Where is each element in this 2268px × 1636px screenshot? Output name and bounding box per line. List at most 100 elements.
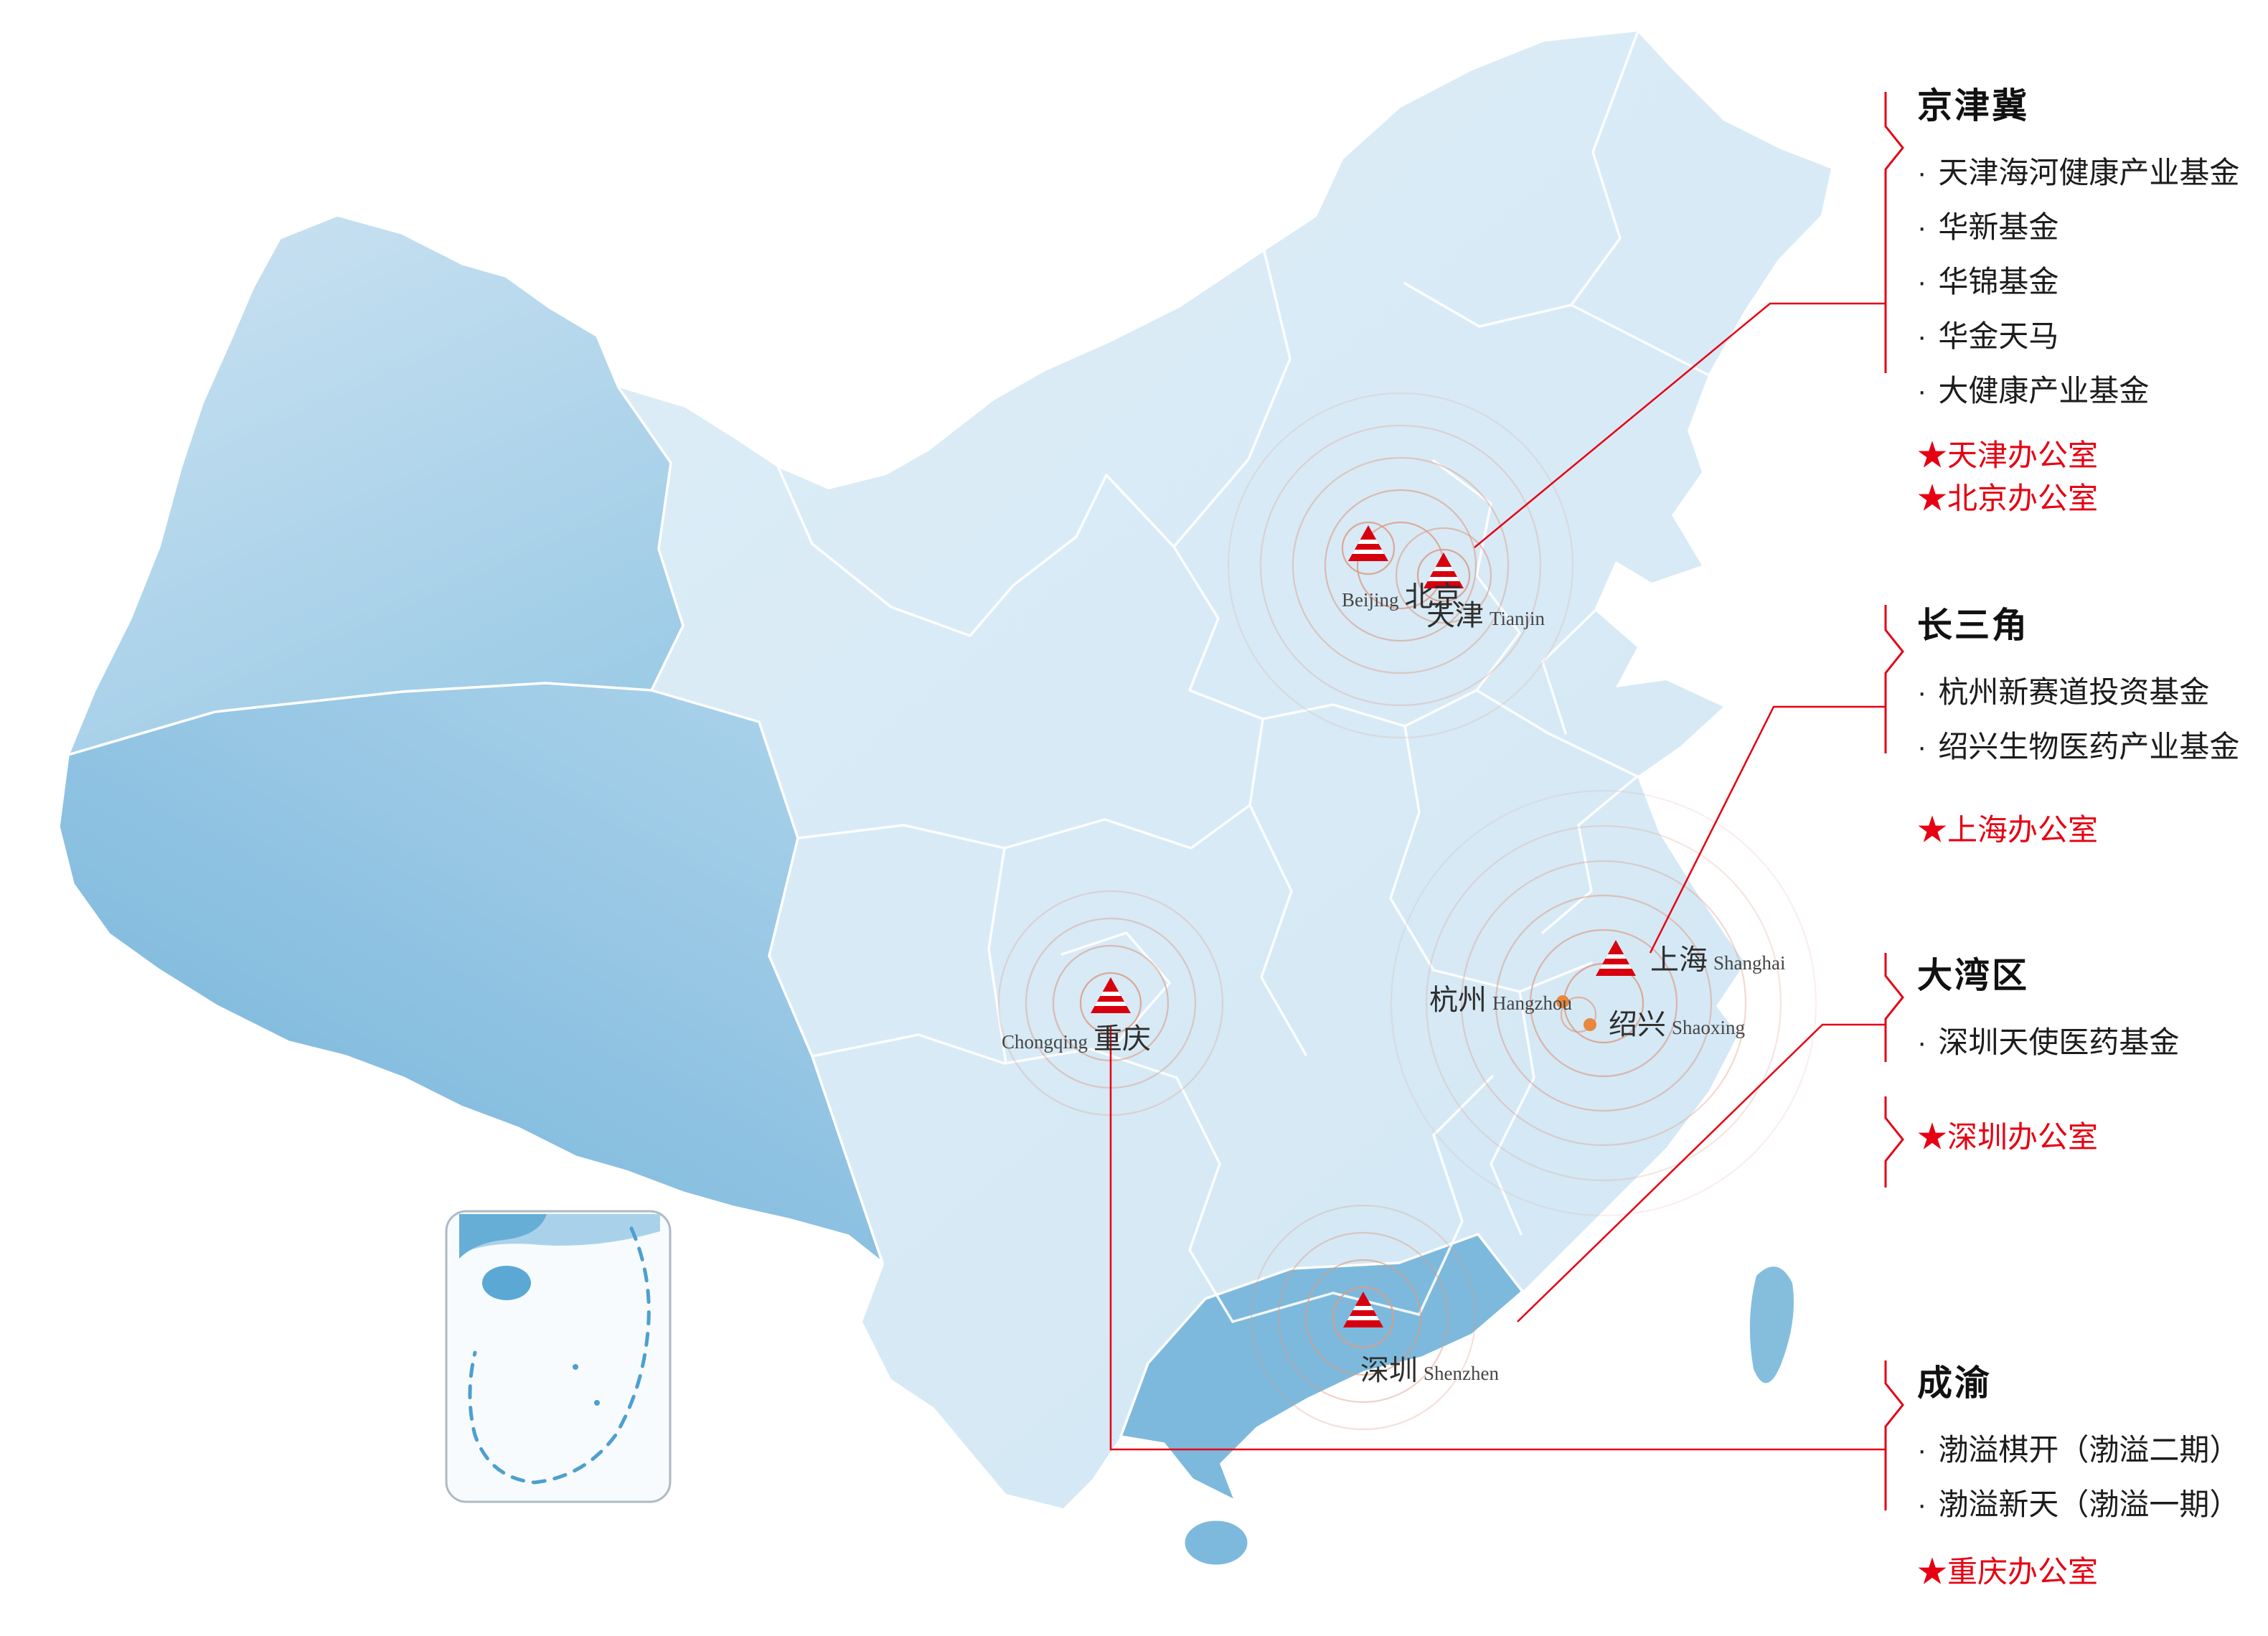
city-en-shenzhen: Shenzhen xyxy=(1424,1363,1499,1384)
office-list-chengyu: ★重庆办公室 xyxy=(1917,1551,2268,1594)
fund-item: · 华金天马 xyxy=(1917,309,2268,364)
section-bars xyxy=(1884,92,1904,1510)
connector-dawanqu xyxy=(1517,1023,1886,1322)
fund-name: 大健康产业基金 xyxy=(1938,374,2150,408)
inset-island-dot xyxy=(573,1364,578,1370)
bullet-icon: · xyxy=(1917,677,1927,708)
inset-nine-dash-line xyxy=(468,1226,651,1485)
fund-item: · 大健康产业基金 xyxy=(1917,364,2268,418)
inset-coast-dark xyxy=(459,1214,547,1259)
fund-item: · 天津海河健康产业基金 xyxy=(1917,146,2268,200)
city-markers xyxy=(1089,524,1637,1329)
fund-name: 华金天马 xyxy=(1938,319,2059,353)
connector-chengyu xyxy=(1109,1026,1886,1451)
region-title-dawanqu: 大湾区 xyxy=(1917,956,2030,995)
office-list-dawanqu: ★深圳办公室 xyxy=(1917,1116,2268,1159)
connector-changsanjiao xyxy=(1649,705,1886,954)
fund-name: 华新基金 xyxy=(1938,210,2059,244)
province-region-xinjiang xyxy=(67,214,684,756)
province-region-tibet xyxy=(57,682,884,1264)
office-list-changsanjiao: ★上海办公室 xyxy=(1917,809,2268,852)
office-label-tianjin: ★天津办公室 xyxy=(1917,438,2099,472)
region-section-dawanqu: 大湾区 · 深圳天使医药基金 ★深圳办公室 xyxy=(1917,947,2268,1159)
fund-list-changsanjiao: · 杭州新赛道投资基金 · 绍兴生物医药产业基金 xyxy=(1917,665,2268,774)
city-label-shenzhen: 深圳 Shenzhen xyxy=(1360,1356,1505,1385)
city-en-tianjin: Tianjin xyxy=(1490,608,1545,629)
city-zh-chongqing: 重庆 xyxy=(1093,1022,1152,1055)
city-label-shaoxing: 绍兴 Shaoxing xyxy=(1609,1010,1751,1039)
office-label-beijing: ★北京办公室 xyxy=(1917,481,2099,515)
province-borders xyxy=(777,32,1709,1323)
fund-list-jingjinji: · 天津海河健康产业基金 · 华新基金 · 华锦基金 · 华金天马 · 大健康产业基金 xyxy=(1917,146,2268,418)
fund-item: · 华锦基金 xyxy=(1917,255,2268,309)
region-title-chengyu: 成渝 xyxy=(1917,1364,1992,1403)
bar-dawanqu xyxy=(1884,953,1904,1062)
fund-item: · 绍兴生物医药产业基金 xyxy=(1917,720,2268,774)
bar-jingjinji xyxy=(1884,92,1904,373)
hainan-island xyxy=(1182,1518,1250,1567)
fund-name: 渤溢棋开（渤溢二期） xyxy=(1938,1433,2240,1467)
inset-hainan-island xyxy=(482,1266,531,1300)
fund-name: 绍兴生物医药产业基金 xyxy=(1938,730,2240,763)
bullet-icon: · xyxy=(1917,1434,1927,1466)
region-title-changsanjiao: 长三角 xyxy=(1917,606,2030,645)
region-section-chengyu: 成渝 · 渤溢棋开（渤溢二期） · 渤溢新天（渤溢一期） ★重庆办公室 xyxy=(1917,1355,2268,1594)
bullet-icon: · xyxy=(1917,731,1927,763)
city-en-shaoxing: Shaoxing xyxy=(1672,1017,1746,1038)
city-zh-shanghai: 上海 xyxy=(1650,944,1708,976)
fund-name: 天津海河健康产业基金 xyxy=(1938,156,2240,189)
office-list-jingjinji: ★天津办公室 ★北京办公室 xyxy=(1917,434,2268,520)
bullet-icon: · xyxy=(1917,157,1927,189)
fund-item: · 渤溢棋开（渤溢二期） xyxy=(1917,1423,2268,1477)
fund-name: 华锦基金 xyxy=(1938,265,2059,298)
city-zh-hangzhou: 杭州 xyxy=(1429,984,1487,1016)
fund-name: 渤溢新天（渤溢一期） xyxy=(1938,1487,2240,1521)
city-en-shanghai: Shanghai xyxy=(1713,952,1786,974)
inset-island-dot xyxy=(594,1400,600,1406)
region-section-changsanjiao: 长三角 · 杭州新赛道投资基金 · 绍兴生物医药产业基金 ★上海办公室 xyxy=(1917,597,2268,852)
fund-name: 杭州新赛道投资基金 xyxy=(1938,675,2210,709)
bullet-icon: · xyxy=(1917,1027,1927,1058)
region-title-jingjinji: 京津冀 xyxy=(1917,87,2030,126)
fund-list-chengyu: · 渤溢棋开（渤溢二期） · 渤溢新天（渤溢一期） xyxy=(1917,1423,2268,1532)
city-en-beijing: Beijing xyxy=(1342,589,1399,611)
bar-chengyu xyxy=(1884,1360,1904,1510)
city-label-tianjin: 天津 Tianjin xyxy=(1426,601,1551,630)
fund-item: · 杭州新赛道投资基金 xyxy=(1917,665,2268,720)
city-zh-beijing: 北京 xyxy=(1404,580,1462,613)
city-zh-tianjin: 天津 xyxy=(1426,599,1484,631)
bullet-icon: · xyxy=(1917,321,1927,352)
city-en-chongqing: Chongqing xyxy=(1002,1031,1088,1053)
fund-item: · 华新基金 xyxy=(1917,200,2268,255)
fund-name: 深圳天使医药基金 xyxy=(1938,1025,2180,1059)
bar-changsanjiao xyxy=(1884,605,1904,753)
office-label-shenzhen: ★深圳办公室 xyxy=(1917,1120,2099,1154)
connector-lines xyxy=(1109,302,1886,1451)
taiwan-island xyxy=(1749,1266,1794,1383)
dot-hangzhou xyxy=(1556,995,1569,1008)
ripples-shenzhen xyxy=(1250,1204,1477,1431)
bullet-icon: · xyxy=(1917,1489,1927,1520)
bullet-icon: · xyxy=(1917,375,1927,407)
ripples-beijing-tianjin xyxy=(1227,392,1574,739)
bullet-icon: · xyxy=(1917,266,1927,298)
city-zh-shenzhen: 深圳 xyxy=(1360,1354,1418,1386)
south-china-sea-inset xyxy=(445,1210,672,1503)
fund-item: · 深圳天使医药基金 xyxy=(1917,1015,2268,1070)
region-section-jingjinji: 京津冀 · 天津海河健康产业基金 · 华新基金 · 华锦基金 · 华金天马 · 大健康产业… xyxy=(1917,77,2268,520)
city-zh-shaoxing: 绍兴 xyxy=(1609,1008,1666,1040)
office-label-shanghai: ★上海办公室 xyxy=(1917,813,2099,847)
bar-shenzhen-office xyxy=(1884,1096,1904,1188)
office-label-chongqing: ★重庆办公室 xyxy=(1917,1555,2099,1589)
connector-jingjinji xyxy=(1474,302,1886,548)
dot-shaoxing xyxy=(1584,1018,1596,1031)
bullet-icon: · xyxy=(1917,212,1927,243)
fund-item: · 渤溢新天（渤溢一期） xyxy=(1917,1477,2268,1532)
fund-list-dawanqu: · 深圳天使医药基金 xyxy=(1917,1015,2268,1070)
